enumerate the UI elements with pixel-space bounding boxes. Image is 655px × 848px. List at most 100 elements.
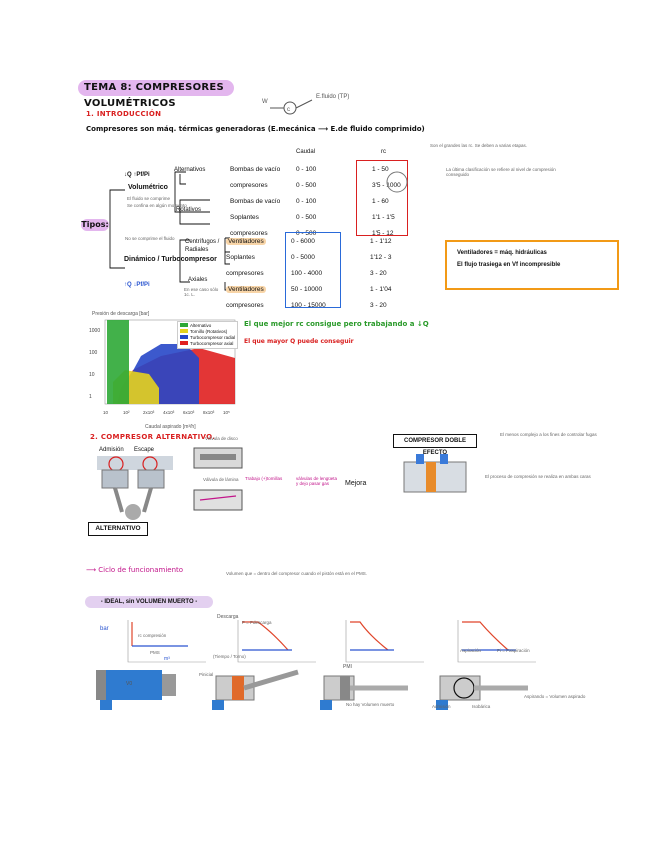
y-tick-label: 10 <box>89 372 95 378</box>
dynamic-note: No se comprime el fluido <box>125 236 175 241</box>
disc-valve-drawing <box>193 447 243 469</box>
volumetric-label: Volumétrico <box>128 184 168 191</box>
caudal-value: 0 - 100 <box>296 166 317 173</box>
rc-value: 1 - 60 <box>372 198 389 205</box>
cycle-note: Volumen que = dentro del compresor cuand… <box>226 571 367 576</box>
volumetric-item-name: Soplantes <box>230 214 259 221</box>
rc-value: 3 - 20 <box>370 302 387 309</box>
chart-title: Presión de descarga [bar] <box>92 311 150 317</box>
caudal-value: 0 - 500 <box>296 182 317 189</box>
y-tick-label: 1 <box>89 394 92 400</box>
double-effect-note-1: El menos complejo a los fines de control… <box>500 432 597 437</box>
caudal-value: 0 - 500 <box>296 214 317 221</box>
dynamic-item-name: compresores <box>226 270 264 277</box>
work-symbol: W <box>262 99 268 105</box>
pms-label: PMS <box>150 650 160 655</box>
legend-swatch <box>180 323 188 327</box>
chart-region-3 <box>107 320 129 404</box>
dynamic-item-name: Ventiladores <box>226 238 266 245</box>
rc-value: 1 - 50 <box>372 166 389 173</box>
rc-compression-label: rc compresión <box>138 633 167 638</box>
x-tick-label: 2x10³ <box>143 410 155 415</box>
section-intro-heading: 1. INTRODUCCIÓN <box>86 110 162 118</box>
page-title: TEMA 8: COMPRESORES VOLUMÉTRICOS <box>78 80 234 109</box>
fans-note-line2: El flujo trasiega en Vf incompresible <box>457 262 561 268</box>
rotativos-label: Rotativos <box>176 207 202 213</box>
caudal-value: 100 - 4000 <box>291 270 323 277</box>
rc-value: 1 - 1'04 <box>370 286 392 293</box>
valve-reed-label: Válvula de lámina <box>203 477 239 482</box>
dynamic-rc-column: 1 - 1'12 1'12 - 3 3 - 20 1 - 1'04 3 - 20 <box>370 234 391 314</box>
aspirated-volume-label: Aspirando = Volumen aspirado <box>524 694 586 699</box>
x-tick-label: 10⁵ <box>223 410 230 415</box>
legend-label: Turbocompresor axial <box>190 341 234 346</box>
caudal-value: 0 - 5000 <box>291 254 315 261</box>
dynamic-items: Ventiladores Soplantes compresores Venti… <box>226 234 266 314</box>
valve-note: Trabajo (+)tomillas <box>245 476 283 481</box>
legend-swatch <box>180 335 188 339</box>
rc-value: 3 - 20 <box>370 270 387 277</box>
pressure-unit: bar <box>100 626 109 632</box>
rc-value: 1'12 - 3 <box>370 254 392 261</box>
chart-annotation-red: El que mayor Q puede conseguir <box>244 338 354 345</box>
y-tick-label: 100 <box>89 350 98 356</box>
admission-label: Admisión <box>99 447 124 453</box>
valve-note-2: válvulas de lengüeta y dejo pasar gas <box>296 476 338 486</box>
alternativos-label: Alternativos <box>174 167 206 173</box>
volumetric-rc-column: 1 - 50 3'5 - 1000 1 - 60 1'1 - 1'5 1'5 -… <box>372 162 401 242</box>
tipos-label: Tipos: <box>81 219 109 231</box>
volumetric-caudal-column: 0 - 100 0 - 500 0 - 100 0 - 500 0 - 500 <box>296 162 316 242</box>
volumetric-arrows: ↓Q ↑Pf/Pi <box>124 172 150 178</box>
circle-highlight <box>386 171 408 193</box>
double-effect-note-2: El proceso de compresión se realiza en a… <box>485 474 591 479</box>
initial-volume-label: V0 <box>126 681 133 687</box>
dynamic-caudal-column: 0 - 6000 0 - 5000 100 - 4000 50 - 10000 … <box>291 234 326 314</box>
svg-text:c: c <box>287 107 290 113</box>
axiales-label: Axiales <box>188 277 208 283</box>
double-effect-drawing <box>403 454 467 493</box>
rc-value: 1'5 - 12 <box>372 230 394 237</box>
aspiration-label: Aspiración <box>460 648 482 653</box>
legend-entry: Alternativo <box>180 323 235 329</box>
cycle-heading: ⟶ Ciclo de funcionamiento <box>86 566 184 574</box>
col-header-caudal: Caudal <box>296 149 316 155</box>
ideal-label: - IDEAL, sin VOLUMEN MUERTO - <box>85 596 213 608</box>
classification-note: La última clasificación se refiere al ni… <box>446 167 556 177</box>
no-dead-volume-label: No hay Volumen muerto <box>346 702 395 707</box>
section-alternative-heading: 2. COMPRESOR ALTERNATIVO. <box>90 433 216 441</box>
valve-disc-label: Válvula de disco <box>205 436 238 441</box>
volumetric-note-2: Se confina en algún momento <box>127 203 187 208</box>
dynamic-item-name: Soplantes <box>226 254 255 261</box>
chart-annotation-green: El que mejor rc consigue pero trabajando… <box>244 320 429 328</box>
exhaust-label: Escape <box>134 447 155 453</box>
rc-value: 1'1 - 1'5 <box>372 214 395 221</box>
admission-cycle-label: Admisión <box>432 704 451 709</box>
initial-pressure-label: Pinicial <box>199 672 214 677</box>
x-tick-label: 4x10³ <box>163 410 175 415</box>
volume-unit: m³ <box>164 656 170 662</box>
y-tick-label: 1000 <box>89 328 100 334</box>
reed-valve-drawing <box>193 489 243 511</box>
volumetric-item-name: compresores <box>230 230 268 237</box>
col-header-rc: rc <box>381 149 386 155</box>
fans-note-box: Ventiladores = máq. hidráulicas El flujo… <box>445 240 619 290</box>
legend-swatch <box>180 341 188 345</box>
centrifugos-label: Centrífugos / Radiales <box>185 239 220 253</box>
caudal-value: 0 - 500 <box>296 230 317 237</box>
dynamic-label: Dinámico / Turbocompresor <box>124 256 217 263</box>
legend-swatch <box>180 329 188 333</box>
caudal-highlight-box <box>285 232 341 308</box>
volumetric-items: Bombas de vacío compresores Bombas de va… <box>220 162 280 242</box>
pmi-label: PMI <box>343 664 352 670</box>
legend-label: Alternativo <box>190 323 212 328</box>
discharge-label: Descarga <box>217 614 239 620</box>
x-tick-label: 10² <box>123 410 130 415</box>
x-tick-label: 8x10³ <box>203 410 215 415</box>
legend-label: Tornillo (Rotativos) <box>190 329 228 334</box>
legend-label: Turbocompresor radial <box>190 335 236 340</box>
volumetric-item-name: Bombas de vacío <box>230 198 281 205</box>
volumetric-item-name: compresores <box>230 182 268 189</box>
x-tick-label: 10 <box>103 410 109 415</box>
legend-entry: Turbocompresor axial <box>180 341 235 347</box>
